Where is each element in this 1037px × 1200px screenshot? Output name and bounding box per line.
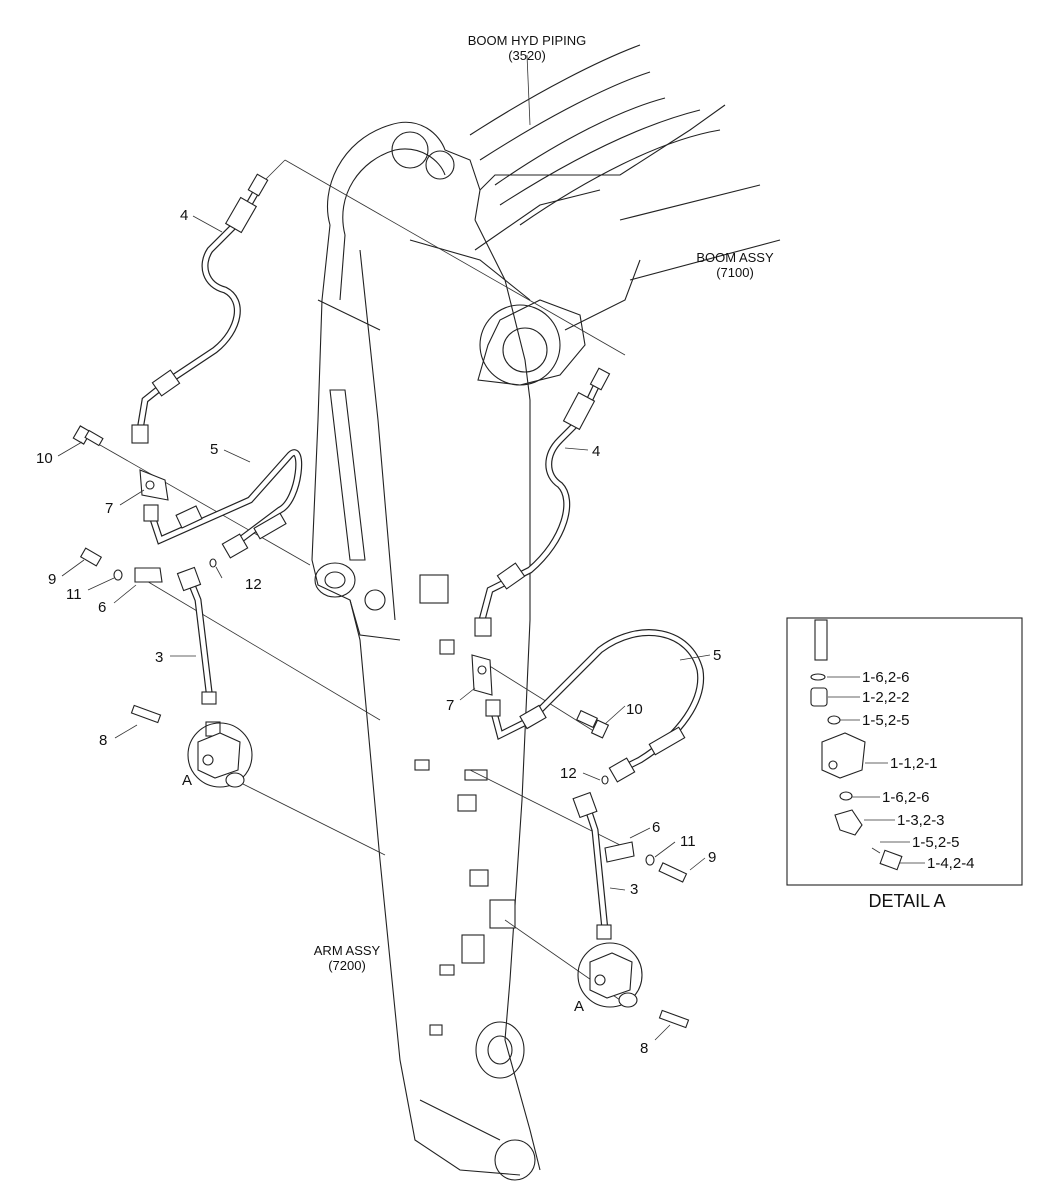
callout-8-left: 8 [99, 732, 107, 749]
boom-piping-ref: (3520) [508, 48, 546, 63]
detail-a-item-3: 1-5,2-5 [862, 712, 910, 729]
arm-body [311, 121, 541, 1181]
callout-5-right: 5 [713, 647, 721, 664]
leader-lines [99, 54, 631, 1001]
detail-a-item-6: 1-3,2-3 [897, 812, 945, 829]
arm-assy-ref: (7200) [328, 958, 366, 973]
title-labels: BOOM HYD PIPING (3520) BOOM ASSY (7100) … [314, 33, 774, 973]
boom-assembly [469, 44, 781, 386]
detail-a-item-8: 1-4,2-4 [927, 855, 975, 872]
detail-a-item-2: 1-2,2-2 [862, 689, 910, 706]
callout-12-right: 12 [560, 765, 577, 782]
callout-6-left: 6 [98, 599, 106, 616]
callout-4-right: 4 [592, 443, 600, 460]
callout-7-left: 7 [105, 500, 113, 517]
callout-4-left: 4 [180, 207, 188, 224]
right-piping [471, 367, 705, 1029]
boom-assy-title: BOOM ASSY [696, 250, 774, 265]
callout-a-left: A [182, 772, 192, 789]
callout-11-left: 11 [66, 586, 82, 603]
callout-12-left: 12 [245, 576, 262, 593]
callout-3-left: 3 [155, 649, 163, 666]
callout-8-right: 8 [640, 1040, 648, 1057]
detail-a-item-1: 1-6,2-6 [862, 669, 910, 686]
callout-3-right: 3 [630, 881, 638, 898]
detail-a-item-5: 1-6,2-6 [882, 789, 930, 806]
callout-10-left: 10 [36, 450, 53, 467]
callout-10-right: 10 [626, 701, 643, 718]
boom-piping-title: BOOM HYD PIPING [468, 33, 586, 48]
callout-9-left: 9 [48, 571, 56, 588]
callout-leaders [57, 215, 711, 1041]
callout-5-left: 5 [210, 441, 218, 458]
right-callouts: 4 5 7 10 12 6 11 9 3 A 8 [446, 443, 721, 1057]
left-callouts: 4 10 5 7 9 11 6 12 3 8 A [36, 207, 262, 789]
callout-7-right: 7 [446, 697, 454, 714]
boom-assy-ref: (7100) [716, 265, 754, 280]
callout-11-right: 11 [680, 833, 696, 850]
detail-a-labels: 1-6,2-6 1-2,2-2 1-5,2-5 1-1,2-1 1-6,2-6 … [862, 669, 975, 911]
detail-a-item-7: 1-5,2-5 [912, 834, 960, 851]
callout-a-right: A [574, 998, 584, 1015]
detail-a-title: DETAIL A [868, 891, 945, 911]
detail-a-item-4: 1-1,2-1 [890, 755, 938, 772]
detail-a-panel [786, 617, 1023, 886]
callout-6-right: 6 [652, 819, 660, 836]
arm-assy-title: ARM ASSY [314, 943, 381, 958]
left-piping [72, 173, 303, 788]
callout-9-right: 9 [708, 849, 716, 866]
